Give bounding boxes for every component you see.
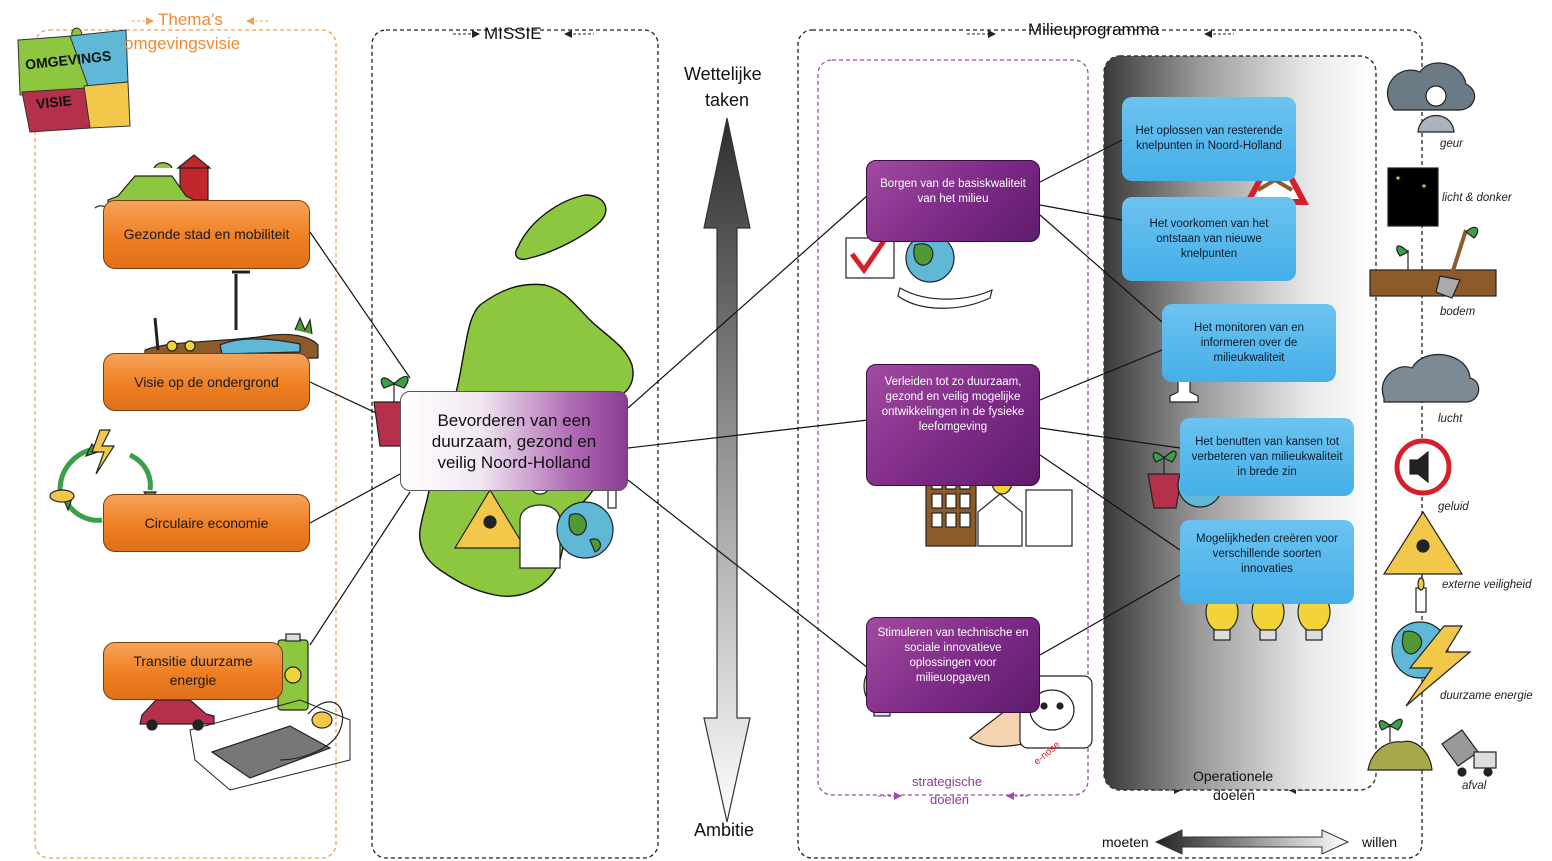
themes-frame [34, 29, 337, 859]
axis-bottom: Ambitie [694, 820, 755, 840]
side-label-bodem: bodem [1440, 306, 1476, 318]
axis-top-line2: taken [705, 90, 750, 110]
scale-right-label: willen [1362, 834, 1398, 850]
milieuprogramma-header: Milieuprogramma [1028, 20, 1160, 39]
operational-goal-monitoren: Het monitoren van en informeren over de … [1162, 304, 1336, 382]
operational-goal-mogelijkheden: Mogelijkheden creëren voor verschillende… [1180, 520, 1354, 604]
side-label-duurzame-energie: duurzame energie [1440, 690, 1533, 702]
side-label-lucht: lucht [1438, 413, 1463, 425]
connectors [309, 139, 1181, 669]
operational-caption-line2: doelen [1213, 787, 1256, 803]
mission-box: Bevorderen van een duurzaam, gezond en v… [400, 391, 628, 491]
ondergrond-illustration [144, 270, 319, 361]
themes-header-line2: omgevingsvisie [124, 34, 241, 53]
side-icons [1367, 62, 1497, 777]
operational-goal-benutten: Het benutten van kansen tot verbeteren v… [1180, 418, 1354, 496]
operational-caption-line1: Operationele [1193, 768, 1274, 784]
side-label-geluid: geluid [1438, 501, 1469, 513]
scale-arrow [1154, 829, 1350, 855]
themes-header-line1: Thema’s [158, 10, 223, 29]
axis-arrow [703, 117, 751, 823]
strategic-goal-verleiden: Verleiden tot zo duurzaam, gezond en vei… [866, 364, 1040, 486]
side-label-externe-veiligheid: externe veiligheid [1442, 579, 1532, 591]
strategic-goal-borgen: Borgen van de basiskwaliteit van het mil… [866, 160, 1040, 242]
theme-energie: Transitie duurzame energie [103, 642, 283, 700]
strategic-caption-line2: doelen [930, 792, 970, 807]
scale-left-label: moeten [1102, 834, 1149, 850]
missie-header: MISSIE [484, 24, 542, 43]
strategic-caption-line1: strategische [912, 774, 983, 789]
theme-gezonde-stad: Gezonde stad en mobiliteit [103, 200, 310, 269]
strategic-frame [817, 59, 1089, 796]
side-label-geur: geur [1440, 138, 1464, 150]
operational-goal-oplossen: Het oplossen van resterende knelpunten i… [1122, 97, 1296, 181]
side-label-afval: afval [1462, 780, 1487, 792]
axis-top-line1: Wettelijke [684, 64, 762, 84]
side-label-licht: licht & donker [1442, 192, 1512, 204]
theme-ondergrond: Visie op de ondergrond [103, 353, 310, 411]
strategic-goal-stimuleren: Stimuleren van technische en sociale inn… [866, 617, 1040, 713]
puzzle-illustration [17, 27, 131, 133]
operational-goal-voorkomen: Het voorkomen van het ontstaan van nieuw… [1122, 197, 1296, 281]
energy-illustration [139, 633, 351, 791]
theme-circulaire: Circulaire economie [103, 494, 310, 552]
